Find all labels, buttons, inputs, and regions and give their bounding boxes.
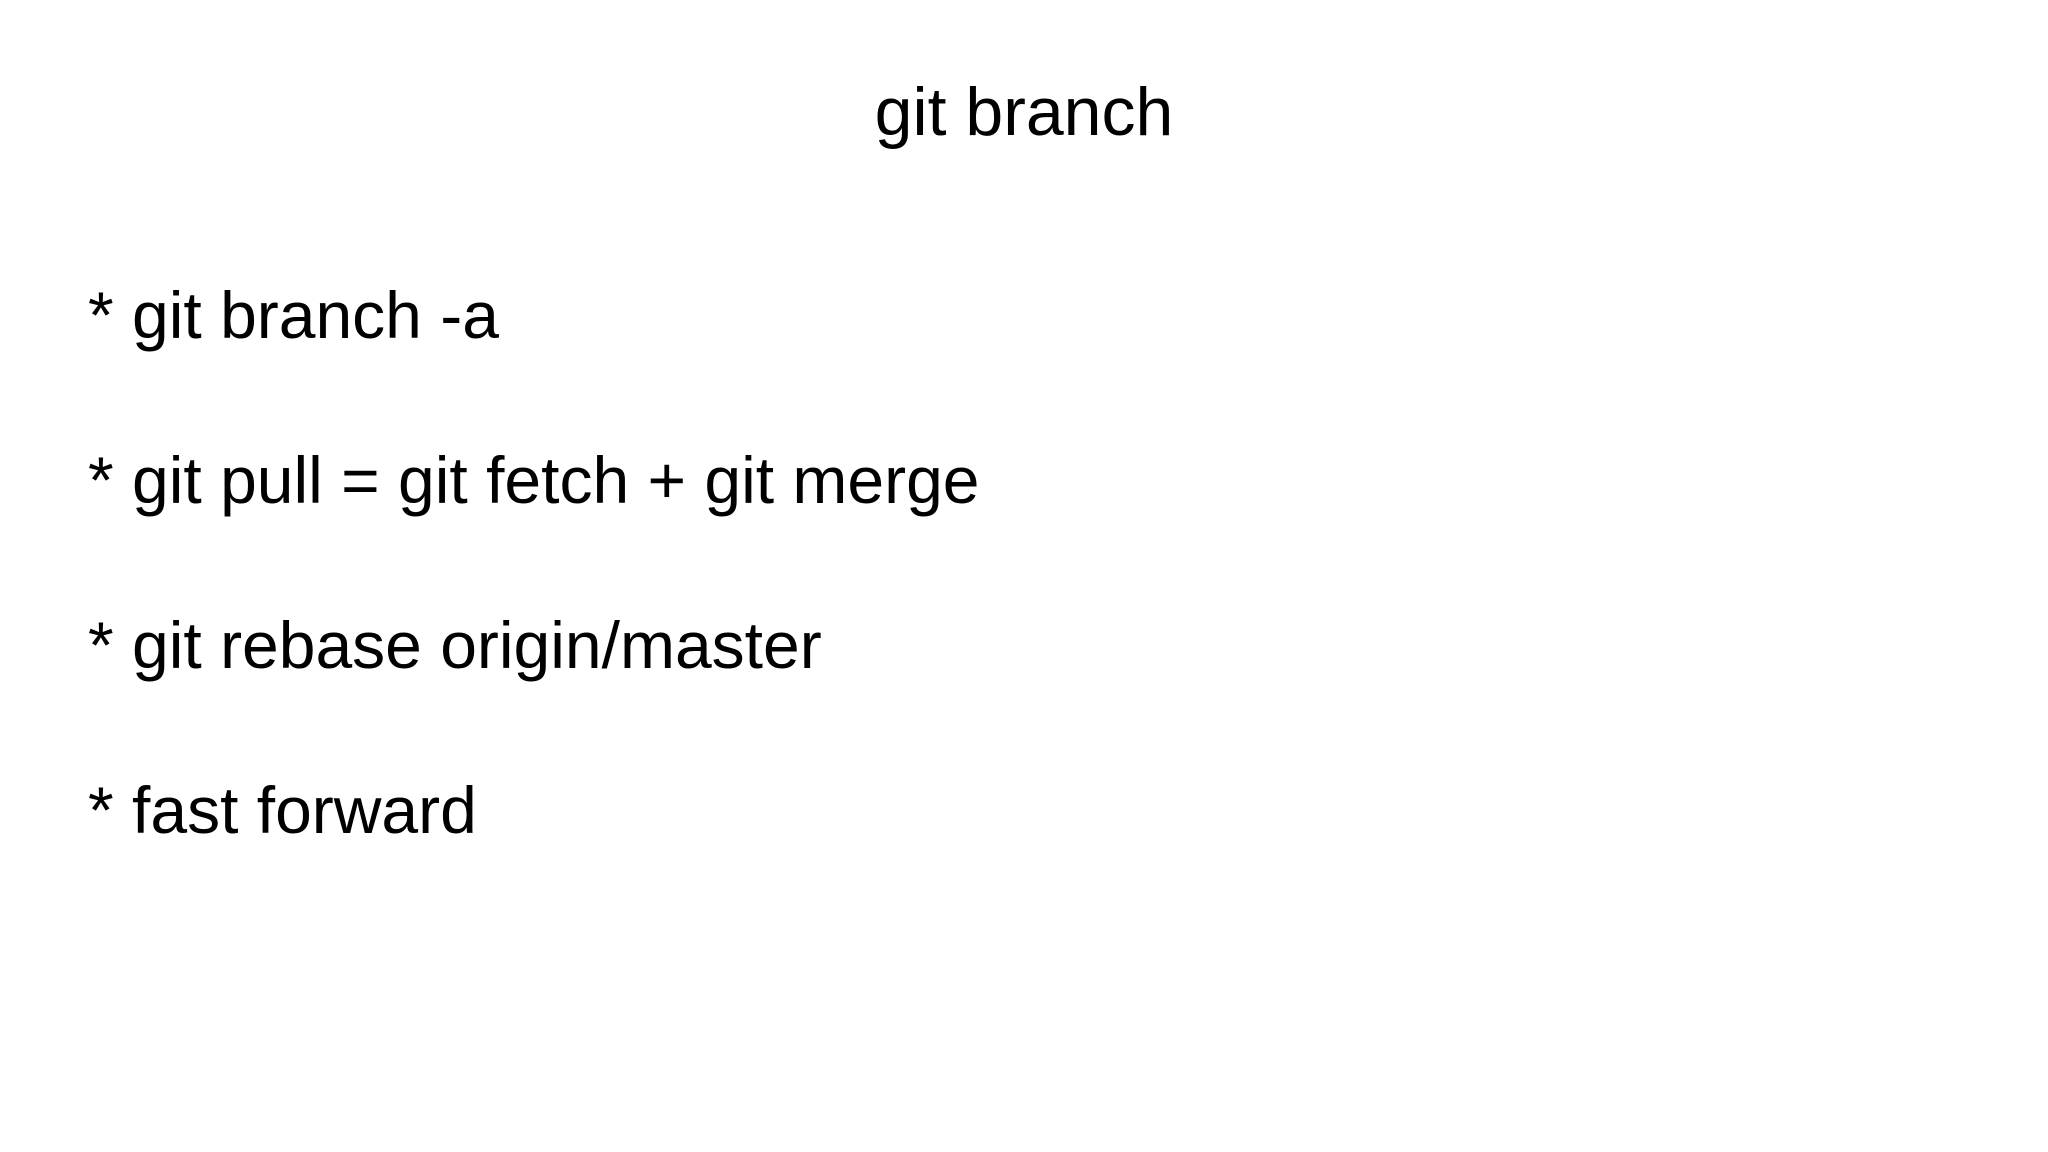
bullet-marker-icon: * xyxy=(88,773,114,847)
list-item-label: git branch -a xyxy=(132,278,499,352)
page-title: git branch xyxy=(874,74,1174,150)
list-item-label: git rebase origin/master xyxy=(132,608,822,682)
list-item: * git pull = git fetch + git merge xyxy=(88,447,1968,513)
list-item-label: git pull = git fetch + git merge xyxy=(132,443,980,517)
list-item: * fast forward xyxy=(88,777,1968,843)
list-item-label: fast forward xyxy=(132,773,477,847)
bullet-marker-icon: * xyxy=(88,443,114,517)
list-item: * git rebase origin/master xyxy=(88,612,1968,678)
bullet-marker-icon: * xyxy=(88,608,114,682)
list-item: * git branch -a xyxy=(88,282,1968,348)
bullet-marker-icon: * xyxy=(88,278,114,352)
bullet-list: * git branch -a * git pull = git fetch +… xyxy=(88,282,1968,843)
